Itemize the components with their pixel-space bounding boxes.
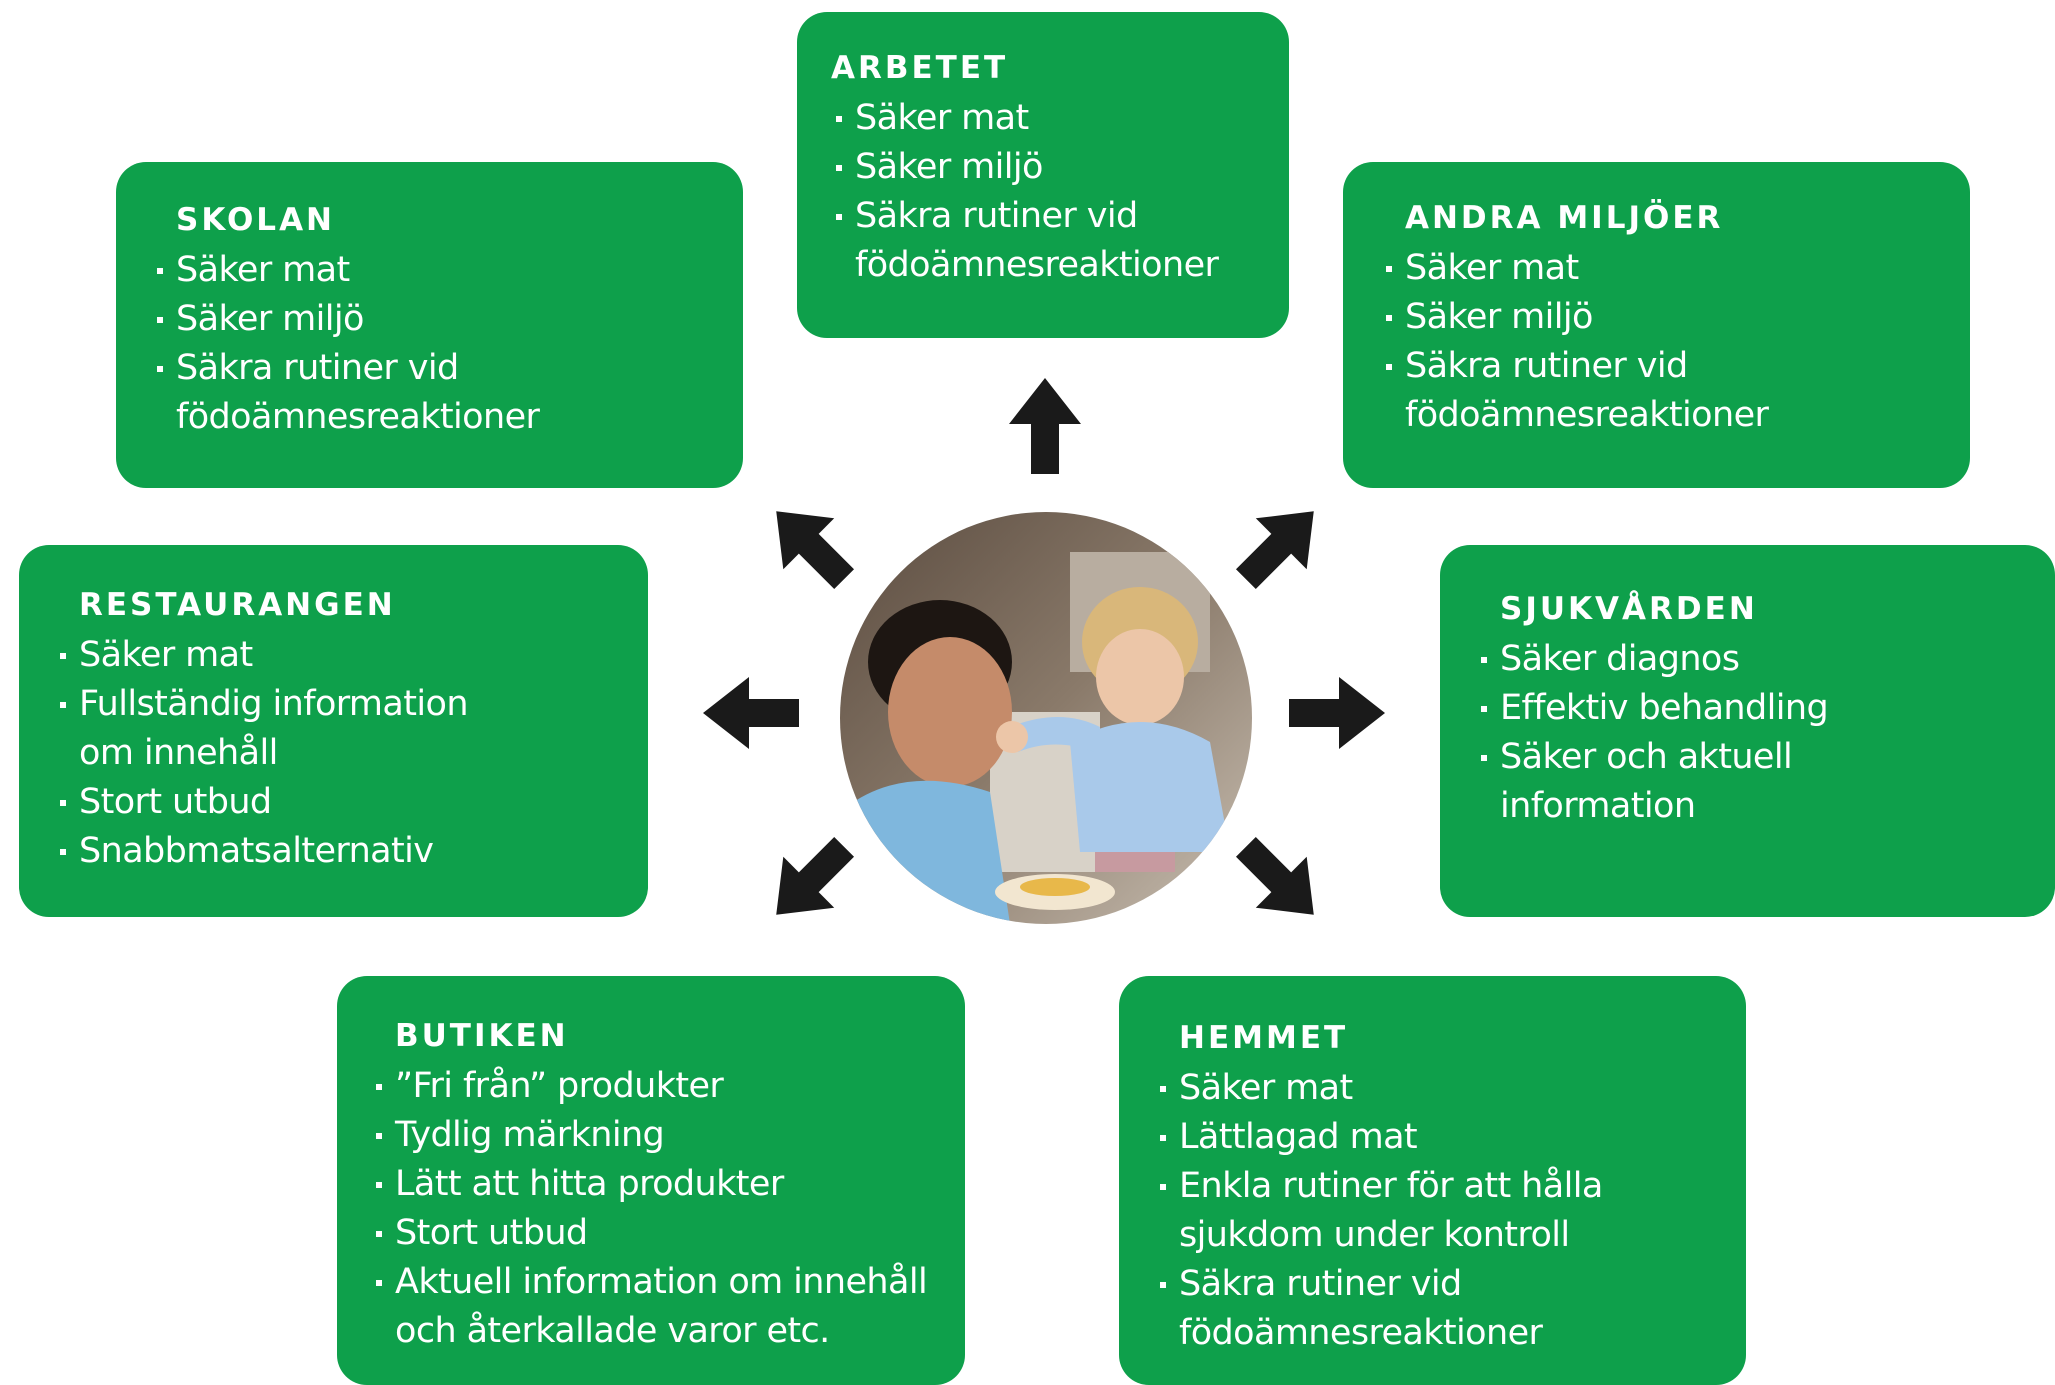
box-arbetet: ARBETET Säker mat Säker miljö Säkra ruti… — [797, 12, 1289, 338]
center-photo — [840, 512, 1252, 924]
list-item: Stort utbud — [55, 778, 628, 827]
list-item: Säkra rutiner vid födoämnesreaktioner — [152, 344, 596, 442]
box-title: ANDRA MILJÖER — [1405, 200, 1724, 236]
item-list: ”Fri från” produkter Tydlig märkning Lät… — [371, 1062, 949, 1356]
item-list: Säker mat Säker miljö Säkra rutiner vid … — [831, 94, 1269, 290]
list-item: Effektiv behandling — [1476, 684, 2035, 733]
list-item: Säker miljö — [1381, 293, 1950, 342]
arrow-down-left-icon — [750, 821, 870, 941]
box-title: ARBETET — [831, 50, 1009, 86]
list-item: Säker mat — [55, 631, 628, 680]
list-item: Säker och aktuell information — [1476, 733, 1860, 831]
list-item: Säker miljö — [152, 295, 723, 344]
item-list: Säker diagnos Effektiv behandling Säker … — [1476, 635, 2035, 831]
list-item: Säkra rutiner vid födoämnesreaktioner — [1155, 1260, 1599, 1358]
item-list: Säker mat Fullständig information om inn… — [55, 631, 628, 876]
box-title: SKOLAN — [176, 202, 335, 238]
list-item: Enkla rutiner för att hålla sjukdom unde… — [1155, 1162, 1659, 1260]
list-item: Säker mat — [1381, 244, 1950, 293]
item-list: Säker mat Lättlagad mat Enkla rutiner fö… — [1155, 1064, 1730, 1358]
list-item: ”Fri från” produkter — [371, 1062, 949, 1111]
list-item: Aktuell information om innehåll och åter… — [371, 1258, 955, 1356]
box-title: RESTAURANGEN — [79, 587, 396, 623]
box-restaurangen: RESTAURANGEN Säker mat Fullständig infor… — [19, 545, 648, 917]
list-item: Tydlig märkning — [371, 1111, 949, 1160]
list-item: Säkra rutiner vid födoämnesreaktioner — [831, 192, 1245, 290]
list-item: Säkra rutiner vid födoämnesreaktioner — [1381, 342, 1825, 440]
list-item: Säker diagnos — [1476, 635, 2035, 684]
arrow-down-right-icon — [1220, 821, 1340, 941]
box-andra-miljoer: ANDRA MILJÖER Säker mat Säker miljö Säkr… — [1343, 162, 1970, 488]
list-item: Stort utbud — [371, 1209, 949, 1258]
item-list: Säker mat Säker miljö Säkra rutiner vid … — [152, 246, 723, 442]
arrow-up-icon — [1009, 378, 1081, 474]
father-child-image — [840, 512, 1252, 924]
box-title: BUTIKEN — [395, 1018, 569, 1054]
list-item: Fullständig information om innehåll — [55, 680, 519, 778]
arrow-right-icon — [1289, 677, 1385, 749]
list-item: Lätt att hitta produkter — [371, 1160, 949, 1209]
arrow-up-left-icon — [750, 485, 870, 605]
box-hemmet: HEMMET Säker mat Lättlagad mat Enkla rut… — [1119, 976, 1746, 1385]
box-title: SJUKVÅRDEN — [1500, 591, 1758, 627]
list-item: Säker mat — [152, 246, 723, 295]
box-title: HEMMET — [1179, 1020, 1349, 1056]
box-skolan: SKOLAN Säker mat Säker miljö Säkra rutin… — [116, 162, 743, 488]
list-item: Säker mat — [1155, 1064, 1730, 1113]
list-item: Snabbmatsalternativ — [55, 827, 628, 876]
list-item: Lättlagad mat — [1155, 1113, 1730, 1162]
item-list: Säker mat Säker miljö Säkra rutiner vid … — [1381, 244, 1950, 440]
arrow-up-right-icon — [1220, 485, 1340, 605]
arrow-left-icon — [703, 677, 799, 749]
box-butiken: BUTIKEN ”Fri från” produkter Tydlig märk… — [337, 976, 965, 1385]
list-item: Säker miljö — [831, 143, 1269, 192]
list-item: Säker mat — [831, 94, 1269, 143]
box-sjukvarden: SJUKVÅRDEN Säker diagnos Effektiv behand… — [1440, 545, 2055, 917]
